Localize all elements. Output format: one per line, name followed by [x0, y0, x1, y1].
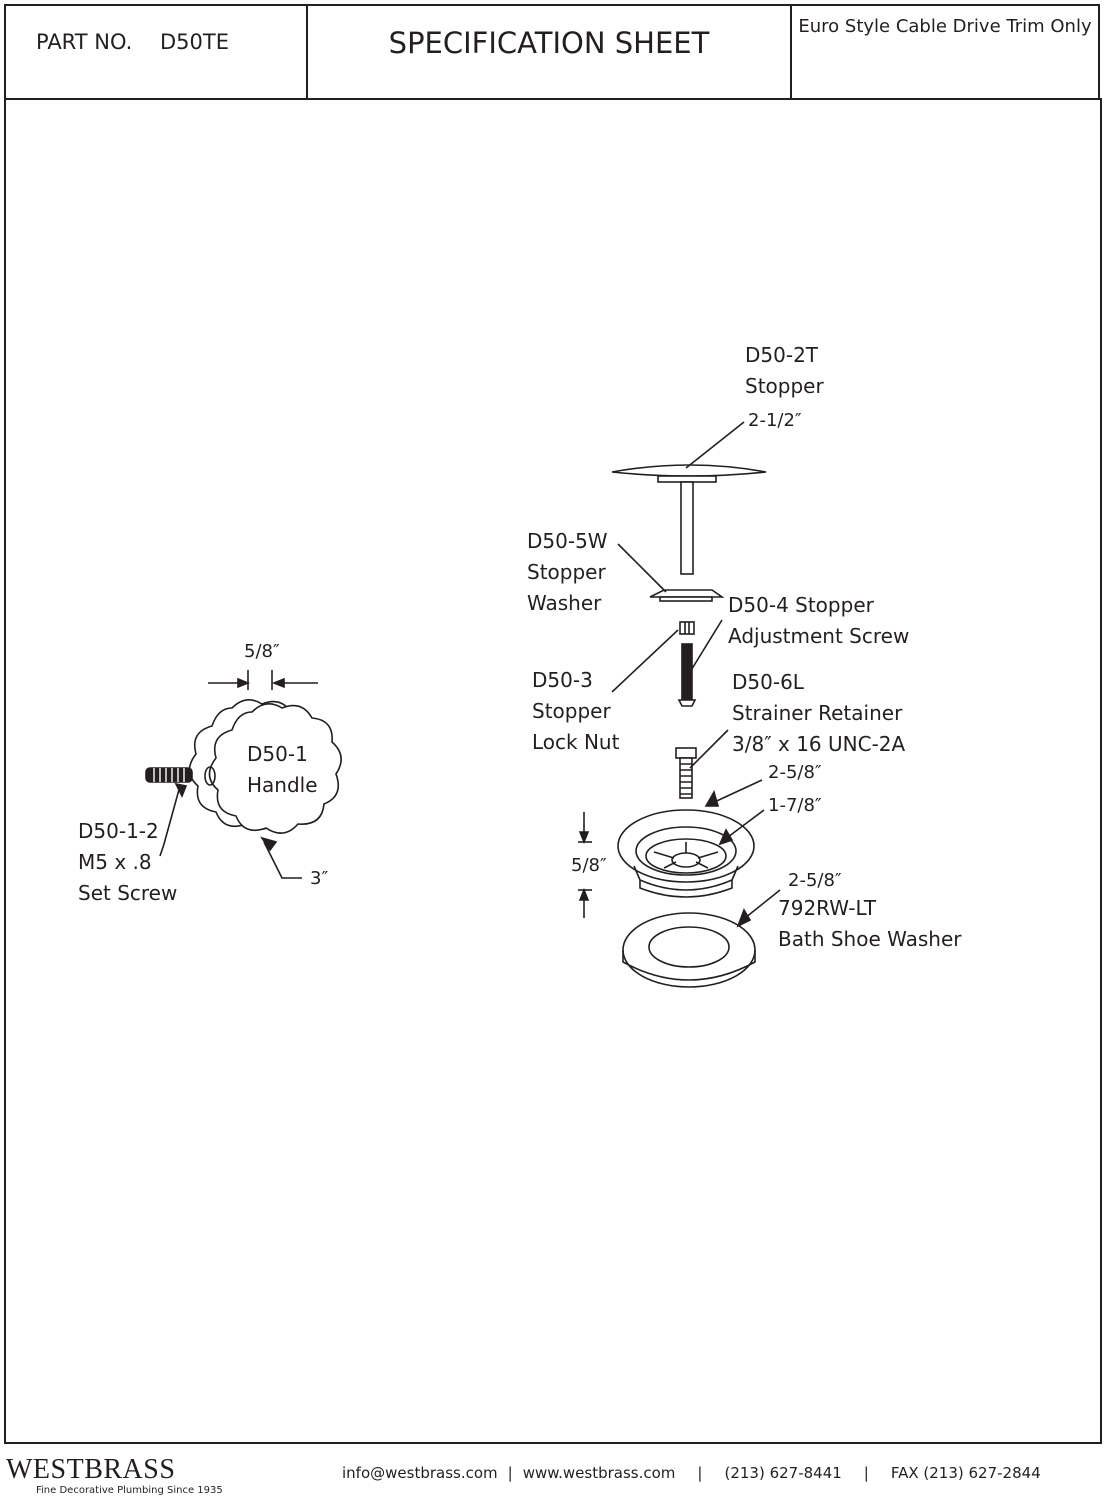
stopper-number: D50-2T: [745, 343, 819, 367]
set-screw-number: D50-1-2: [78, 819, 159, 843]
stopper-part: [611, 464, 767, 575]
part-number-label: PART NO.: [36, 30, 133, 54]
adjustment-screw-line2: Adjustment Screw: [728, 624, 910, 648]
stopper-leader: [685, 421, 745, 469]
stopper-washer-leader: [617, 543, 667, 593]
adjustment-screw-line1: D50-4 Stopper: [728, 593, 874, 617]
email-link[interactable]: info@westbrass.com: [342, 1464, 498, 1482]
title-cell: SPECIFICATION SHEET: [306, 4, 792, 100]
product-type: Euro Style Cable Drive Trim Only: [798, 16, 1092, 37]
lock-nut-number: D50-3: [532, 668, 593, 692]
stopper-label: D50-2T Stopper: [745, 340, 824, 402]
strainer-outer-dimension: 2-5/8″: [768, 762, 822, 783]
strainer-retainer-label: D50-6L Strainer Retainer 3/8″ x 16 UNC-2…: [732, 667, 905, 760]
stopper-washer-line2: Stopper: [527, 560, 606, 584]
handle-diameter-leader: [263, 841, 302, 879]
strainer-height-value: 5/8″: [571, 855, 607, 876]
handle-label: D50-1 Handle: [247, 739, 318, 801]
shoe-washer-name: Bath Shoe Washer: [778, 927, 962, 951]
drawing-frame: [4, 98, 1102, 1444]
stopper-washer-label: D50-5W Stopper Washer: [527, 526, 608, 619]
lock-nut-label: D50-3 Stopper Lock Nut: [532, 665, 619, 758]
strainer-retainer-number: D50-6L: [732, 670, 804, 694]
stopper-washer-part: [649, 589, 725, 602]
separator: |: [507, 1464, 513, 1482]
shoe-washer-part: [622, 912, 756, 988]
handle-name: Handle: [247, 773, 318, 797]
lock-nut-part: [679, 621, 695, 635]
set-screw-leader: [159, 785, 181, 857]
set-screw-name: Set Screw: [78, 881, 178, 905]
separator: |: [863, 1464, 869, 1482]
handle-width-value: 5/8″: [244, 641, 280, 662]
website-link[interactable]: www.westbrass.com: [522, 1464, 676, 1482]
strainer-outer-arrow: [704, 789, 720, 807]
handle-diameter-arrow: [260, 836, 278, 852]
strainer-part: [617, 809, 755, 898]
shoe-washer-label: 792RW-LT Bath Shoe Washer: [778, 893, 962, 955]
phone-number: (213) 627-8441: [724, 1464, 842, 1482]
strainer-retainer-part: [675, 747, 697, 799]
adjustment-screw-label: D50-4 Stopper Adjustment Screw: [728, 590, 909, 652]
brand-logo: WESTBRASS: [6, 1454, 176, 1485]
retainer-leader: [689, 729, 729, 769]
part-number-value: D50TE: [160, 30, 229, 54]
brand-tagline: Fine Decorative Plumbing Since 1935: [36, 1485, 223, 1496]
shoe-washer-number: 792RW-LT: [778, 896, 877, 920]
fax-number: FAX (213) 627-2844: [890, 1464, 1041, 1482]
stopper-dimension: 2-1/2″: [748, 410, 802, 431]
strainer-retainer-line3: 3/8″ x 16 UNC-2A: [732, 732, 906, 756]
handle-diameter-value: 3″: [310, 868, 329, 889]
adjustment-screw-leader: [689, 619, 723, 673]
shoe-washer-dimension: 2-5/8″: [788, 870, 842, 891]
lock-nut-line3: Lock Nut: [532, 730, 620, 754]
separator: |: [697, 1464, 703, 1482]
stopper-washer-number: D50-5W: [527, 529, 608, 553]
contact-bar: info@westbrass.com | www.westbrass.com | (21…: [342, 1464, 1041, 1482]
set-screw-size: M5 x .8: [78, 850, 152, 874]
strainer-inner-leader: [723, 809, 765, 841]
sheet-title: SPECIFICATION SHEET: [388, 26, 710, 60]
handle-part: [188, 699, 342, 834]
stopper-washer-line3: Washer: [527, 591, 602, 615]
set-screw-label: D50-1-2 M5 x .8 Set Screw: [78, 816, 177, 909]
part-number-cell: PART NO. D50TE: [4, 4, 308, 100]
strainer-height-dimension: [578, 812, 592, 918]
strainer-retainer-line2: Strainer Retainer: [732, 701, 903, 725]
adjustment-screw-part: [677, 643, 697, 707]
strainer-inner-dimension: 1-7/8″: [768, 795, 822, 816]
lock-nut-line2: Stopper: [532, 699, 611, 723]
strainer-inner-arrow: [718, 828, 734, 846]
set-screw-arrow: [174, 782, 188, 798]
shoe-washer-arrow: [736, 908, 752, 928]
handle-number: D50-1: [247, 742, 308, 766]
lock-nut-leader: [611, 629, 679, 693]
set-screw-part: [145, 767, 193, 783]
stopper-name: Stopper: [745, 374, 824, 398]
handle-width-dimension: [208, 670, 318, 690]
product-type-cell: Euro Style Cable Drive Trim Only: [790, 4, 1100, 100]
